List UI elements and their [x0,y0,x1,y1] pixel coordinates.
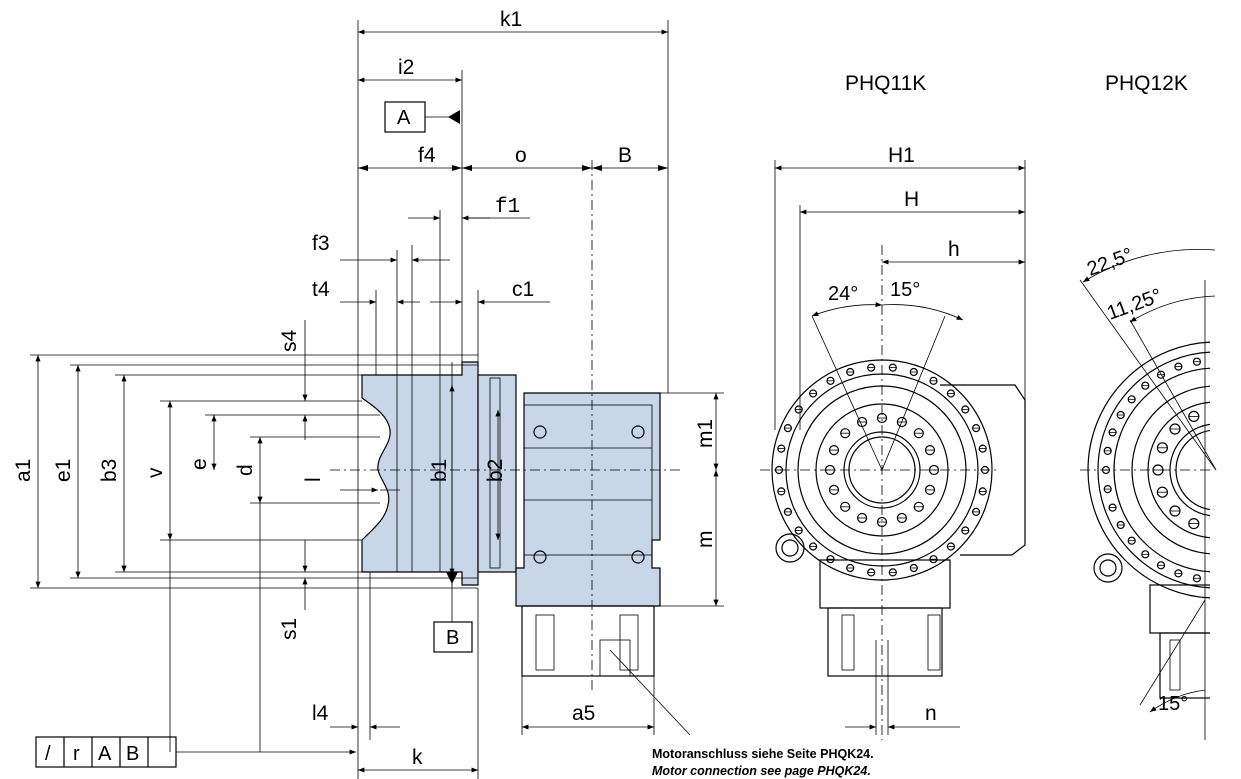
dim-b1: b1 [428,459,451,482]
datum-b-label: B [446,627,459,649]
motor-adapter [515,392,661,607]
angle-22-5: 22,5° [1084,244,1136,281]
dim-k1: k1 [500,8,522,31]
angle-15: 15° [890,279,920,301]
bolt-hole-icon [631,425,645,439]
dim-a1: a1 [12,459,35,482]
lifting-eye-icon [1093,553,1123,583]
dim-b2: b2 [484,459,507,482]
dim-a5: a5 [572,702,595,725]
bolt-hole-icon [1232,575,1239,582]
tolerance-ref-a: A [98,743,112,765]
bolt-hole-icon [1233,519,1241,529]
tolerance-ref-b: B [126,743,139,765]
dim-e: e [188,458,211,470]
note-en: Motor connection see page PHQK24. [652,764,871,778]
bolt-hole-icon [631,550,645,564]
dim-B: B [618,144,632,167]
bolt-hole-icon [533,425,547,439]
dim-f3: f3 [312,232,330,255]
dim-n: n [925,702,937,725]
dim-v: v [144,467,167,478]
dim-l4: l4 [312,702,329,725]
bolt-hole-icon [1213,577,1220,584]
bolt-hole-icon [1211,523,1221,533]
angle-15-b: 15° [1158,693,1188,715]
dim-f1: f1 [495,196,520,219]
bolt-hole-icon [1233,411,1241,421]
datum-b-box [433,621,473,653]
dim-b3: b3 [98,459,121,482]
lifting-eye-icon [775,533,805,563]
dim-i2: i2 [398,56,414,79]
dim-H1: H1 [888,144,915,167]
runout-icon: / [45,743,51,765]
view1-title: PHQ11K [845,72,926,95]
angle-24: 24° [828,283,858,305]
bolt-hole-icon [1211,407,1221,417]
bolt-hole-icon [1232,358,1239,365]
tolerance-frame: / r A B [35,736,356,768]
datum-a-label: A [397,107,411,129]
tolerance-value: r [73,743,80,765]
dim-H: H [904,188,919,211]
dim-k: k [412,746,423,769]
dim-f4: f4 [418,144,436,167]
motor-connector [521,605,655,677]
front-view-phq12k: PHQ12K 22,5° 11,25° 15° [1079,72,1241,740]
bolt-hole-icon [533,550,547,564]
dim-m: m [694,531,717,549]
view2-title: PHQ12K [1105,72,1188,95]
note-de: Motoranschluss siehe Seite PHQK24. [652,747,874,761]
dim-h: h [948,238,960,261]
gearbox-body [361,361,479,586]
dim-s1: s1 [278,618,301,640]
dim-l: l [302,477,325,482]
front-view-phq11k: PHQ11K H1 H h 24° 15° [760,72,1026,740]
dim-t4: t4 [312,278,330,301]
dim-c1: c1 [512,278,534,301]
dim-d: d [234,464,257,476]
dim-o: o [515,144,527,167]
dim-e1: e1 [52,459,75,482]
angle-11-25: 11,25° [1104,285,1165,325]
bolt-hole-icon [1213,357,1220,364]
side-view: k1 i2 A f4 o B f1 f3 [12,8,874,779]
bolt-circle-inner [824,412,940,528]
dim-m1: m1 [694,419,717,448]
dim-s4: s4 [278,330,301,353]
bolt-circle-phq12k-inner [1152,407,1241,533]
